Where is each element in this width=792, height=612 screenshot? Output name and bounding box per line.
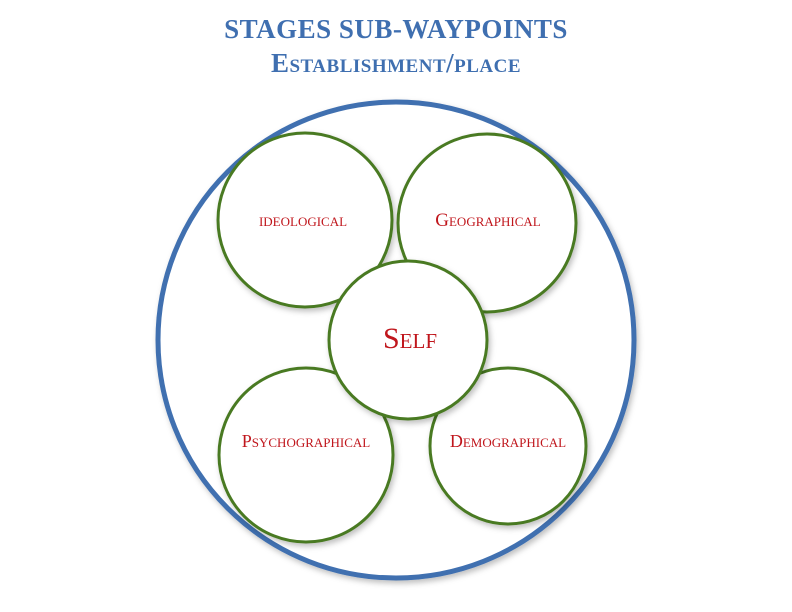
node-label-ideological: ideological bbox=[259, 210, 347, 231]
node-psychographical: Psychographical bbox=[217, 366, 395, 544]
node-label-geographical: Geographical bbox=[435, 210, 541, 231]
node-label-psychographical: Psychographical bbox=[242, 431, 371, 451]
node-ideological: ideological bbox=[216, 131, 394, 309]
node-label-self: Self bbox=[383, 322, 437, 355]
node-label-demographical: Demographical bbox=[450, 431, 566, 451]
node-demographical: Demographical bbox=[428, 366, 588, 526]
title-line-1: STAGES SUB-WAYPOINTS bbox=[224, 14, 568, 44]
title-line-2: Establishment/place bbox=[270, 48, 522, 78]
node-self: Self bbox=[327, 259, 489, 421]
diagram-title: STAGES SUB-WAYPOINTS Establishment/place bbox=[0, 12, 792, 80]
